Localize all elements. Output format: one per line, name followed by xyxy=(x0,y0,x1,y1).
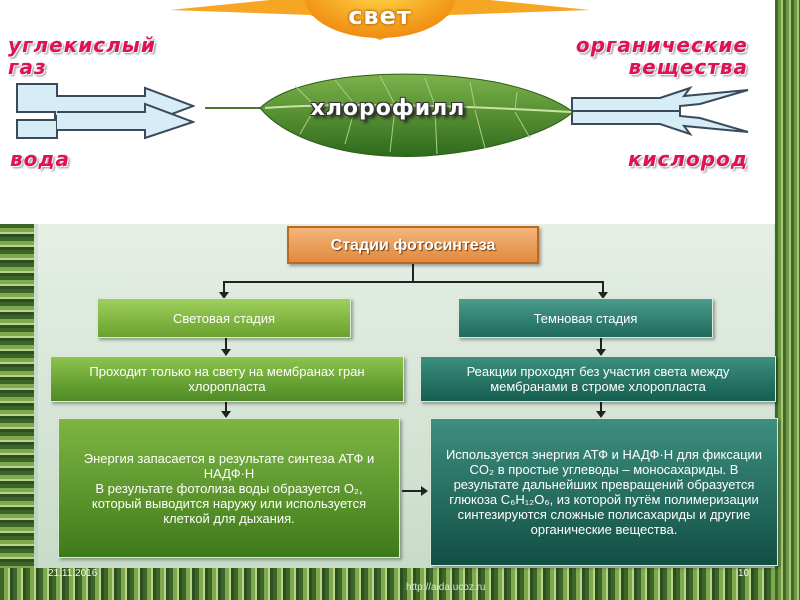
light-stage-description: Проходит только на свету на мембранах гр… xyxy=(50,356,404,402)
connector-line xyxy=(600,338,602,350)
connector-line xyxy=(225,402,227,412)
footer-url[interactable]: http://aida.ucoz.ru xyxy=(406,582,486,593)
diagram-title: Стадии фотосинтеза xyxy=(287,226,539,264)
leaf-icon xyxy=(205,73,574,157)
decorative-border-left xyxy=(0,224,34,600)
decorative-border-right xyxy=(775,0,800,600)
dark-stage-detail: Используется энергия АТФ и НАДФ·Н для фи… xyxy=(430,418,778,566)
dark-stage-description: Реакции проходят без участия света между… xyxy=(420,356,776,402)
organic-substances-label: органические вещества xyxy=(575,33,748,79)
connector-line xyxy=(402,490,422,492)
footer-date: 21.11.2016 xyxy=(48,568,98,579)
input-arrow-icon xyxy=(16,83,195,140)
water-label: вода xyxy=(10,147,71,171)
connector-line xyxy=(602,281,604,293)
connector-line xyxy=(223,281,225,293)
connector-line xyxy=(600,402,602,412)
light-stage-box: Световая стадия xyxy=(97,298,351,338)
decorative-border-bottom xyxy=(0,568,775,600)
co2-label: углекислый газ xyxy=(8,33,156,79)
arrow-down-icon xyxy=(596,411,606,418)
light-stage-detail: Энергия запасается в результате синтеза … xyxy=(58,418,400,558)
sun-label: свет xyxy=(348,2,412,30)
connector-line xyxy=(225,338,227,350)
arrow-down-icon xyxy=(221,411,231,418)
dark-stage-box: Темновая стадия xyxy=(458,298,713,338)
chlorophyll-label: хлорофилл xyxy=(310,96,466,121)
oxygen-label: кислород xyxy=(627,147,748,171)
connector-line xyxy=(412,264,414,282)
arrow-down-icon xyxy=(596,349,606,356)
arrow-down-icon xyxy=(598,292,608,299)
connector-line xyxy=(223,281,603,283)
footer-page-number: 10 xyxy=(738,568,750,579)
arrow-down-icon xyxy=(219,292,229,299)
output-arrow-icon xyxy=(571,86,749,136)
arrow-right-icon xyxy=(421,486,428,496)
sun-icon xyxy=(170,0,590,40)
arrow-down-icon xyxy=(221,349,231,356)
